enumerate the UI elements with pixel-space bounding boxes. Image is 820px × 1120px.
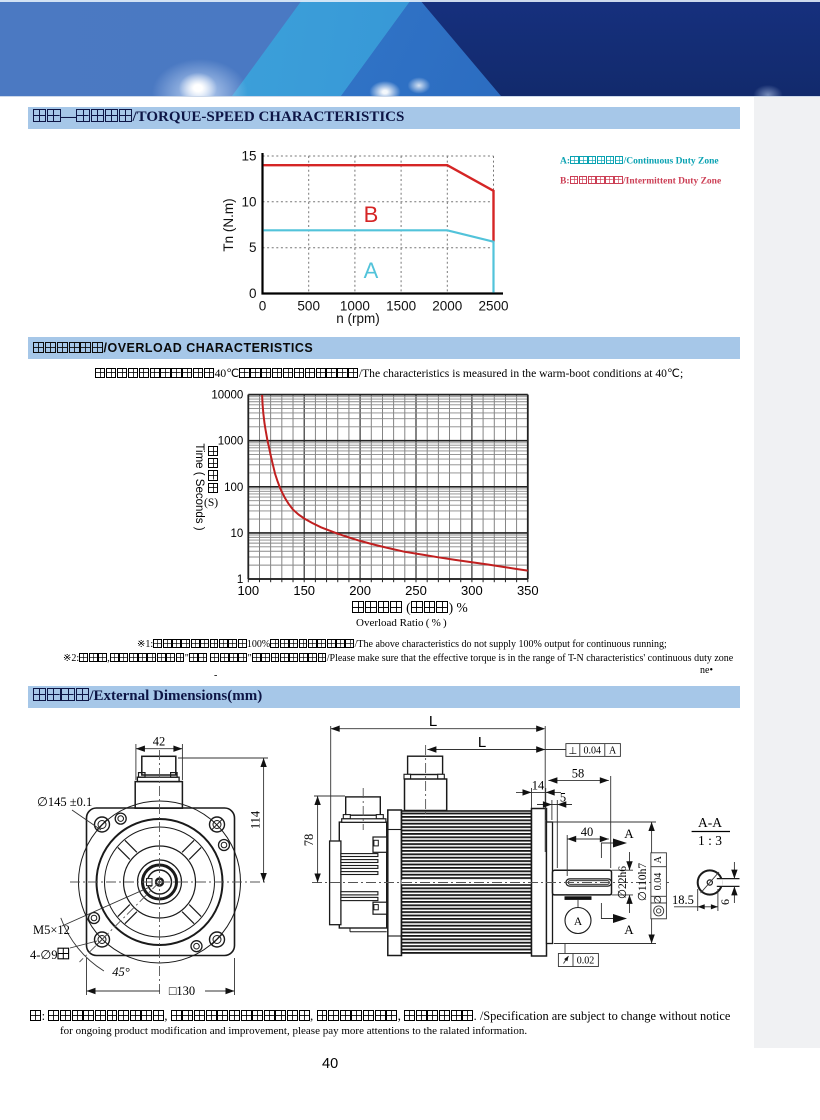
svg-text:1500: 1500 [386, 299, 416, 314]
svg-text:n (rpm): n (rpm) [336, 311, 380, 326]
svg-text:A-A: A-A [698, 815, 722, 830]
svg-text:150: 150 [293, 583, 315, 598]
svg-text:2500: 2500 [478, 299, 508, 314]
svg-text:1000: 1000 [340, 299, 370, 314]
svg-text:A: A [574, 916, 583, 928]
svg-text:∅145 ±0.1: ∅145 ±0.1 [37, 795, 92, 809]
svg-text:A: A [609, 746, 617, 757]
svg-text:58: 58 [572, 767, 585, 781]
svg-text:A: A [653, 855, 664, 863]
svg-text:40: 40 [581, 825, 594, 839]
svg-text:∅: ∅ [653, 895, 664, 904]
svg-text:0: 0 [249, 286, 257, 301]
svg-text:L: L [478, 734, 486, 751]
svg-text:10: 10 [241, 194, 256, 209]
svg-text:0.04: 0.04 [653, 873, 664, 891]
svg-text:5: 5 [249, 240, 257, 255]
svg-text:∅110h7: ∅110h7 [637, 863, 649, 902]
svg-text:A: A [624, 922, 634, 937]
svg-text:42: 42 [153, 735, 166, 749]
svg-text:200: 200 [349, 583, 371, 598]
svg-text:78: 78 [302, 834, 316, 847]
svg-text:10: 10 [231, 528, 244, 540]
svg-text:14: 14 [532, 779, 545, 793]
svg-text:114: 114 [249, 810, 263, 829]
svg-text:10000: 10000 [211, 390, 243, 402]
svg-text:2000: 2000 [432, 299, 462, 314]
svg-text:0.02: 0.02 [577, 956, 595, 967]
svg-text:1000: 1000 [218, 436, 244, 448]
svg-text:250: 250 [405, 583, 427, 598]
svg-text:300: 300 [461, 583, 483, 598]
svg-text:B: B [364, 202, 379, 227]
svg-text:5: 5 [560, 791, 566, 805]
svg-text:1: 1 [237, 574, 243, 586]
svg-text:Tn (N.m): Tn (N.m) [221, 198, 236, 251]
svg-text:100: 100 [224, 482, 243, 494]
svg-text:M5×12: M5×12 [33, 923, 70, 937]
svg-text:6: 6 [718, 899, 732, 905]
svg-text:0: 0 [259, 299, 267, 314]
svg-text:A: A [364, 258, 379, 283]
svg-text:1 : 3: 1 : 3 [698, 833, 722, 848]
svg-text:A: A [624, 826, 634, 841]
svg-text:18.5: 18.5 [672, 893, 694, 907]
svg-text:∅22h6: ∅22h6 [617, 866, 629, 899]
svg-text:Time ( Seconds ): Time ( Seconds ) [193, 443, 205, 530]
svg-text:350: 350 [517, 583, 539, 598]
svg-text:15: 15 [241, 149, 256, 164]
svg-text:L: L [429, 713, 437, 730]
svg-text:45°: 45° [112, 965, 130, 979]
svg-text:⊥: ⊥ [568, 746, 577, 757]
svg-text:0.04: 0.04 [584, 746, 602, 757]
svg-text:□130: □130 [169, 984, 195, 998]
svg-text:100: 100 [237, 583, 259, 598]
svg-text:4-∅9: 4-∅9 [30, 948, 58, 962]
svg-text:500: 500 [297, 299, 320, 314]
